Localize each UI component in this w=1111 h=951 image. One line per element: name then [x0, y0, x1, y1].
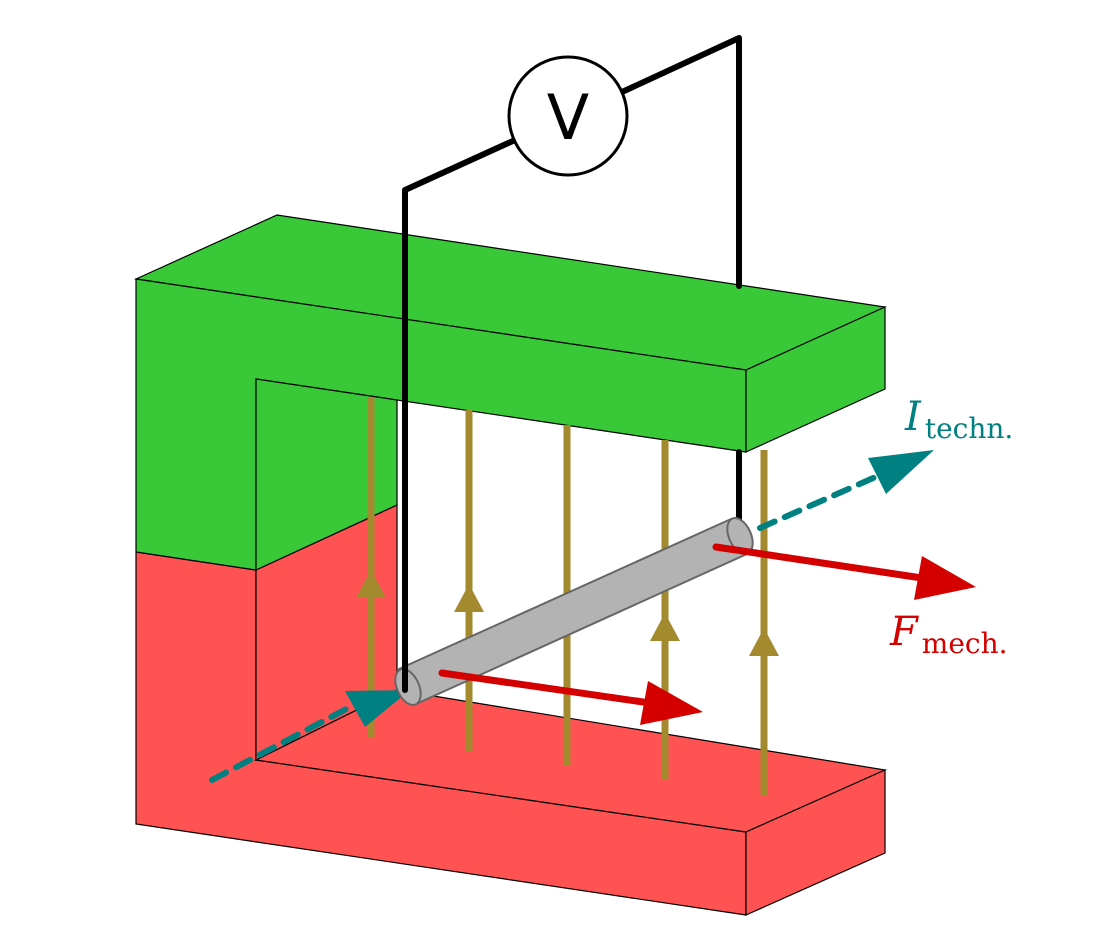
field-line-arrow: [356, 570, 386, 598]
current-arrow-back: [868, 450, 934, 494]
current-path-front: [209, 703, 355, 783]
force-arrow-shaft-back: [712, 543, 926, 582]
north-pole-side-face: [745, 306, 886, 453]
force-label-main: F: [889, 609, 919, 655]
circuit-wires: [402, 35, 742, 691]
magnet: [133, 214, 888, 916]
force-arrow-shaft-front: [438, 669, 654, 707]
current-label-sub: techn.: [925, 412, 1013, 445]
field-line-arrow: [650, 613, 680, 641]
current-arrow-front: [345, 690, 410, 727]
voltmeter-symbol: V: [547, 81, 589, 154]
force-arrow-head-back: [914, 556, 976, 600]
current-direction: [209, 450, 934, 783]
current-label-main: I: [904, 394, 922, 440]
north-pole-inner-face: [255, 378, 398, 571]
current-path-back: [757, 472, 883, 531]
conductor-rod: [394, 517, 754, 706]
field-line-arrow: [454, 584, 484, 612]
left-wire: [402, 137, 518, 691]
voltmeter: V: [507, 55, 629, 177]
right-wire-upper: [619, 35, 742, 289]
force-label-sub: mech.: [922, 627, 1008, 660]
south-pole-side-face: [745, 769, 886, 916]
force-arrow-head-front: [640, 681, 703, 725]
field-line-arrow: [749, 628, 779, 656]
voltmeter-circle: [507, 55, 629, 177]
force-arrows: [438, 543, 976, 725]
